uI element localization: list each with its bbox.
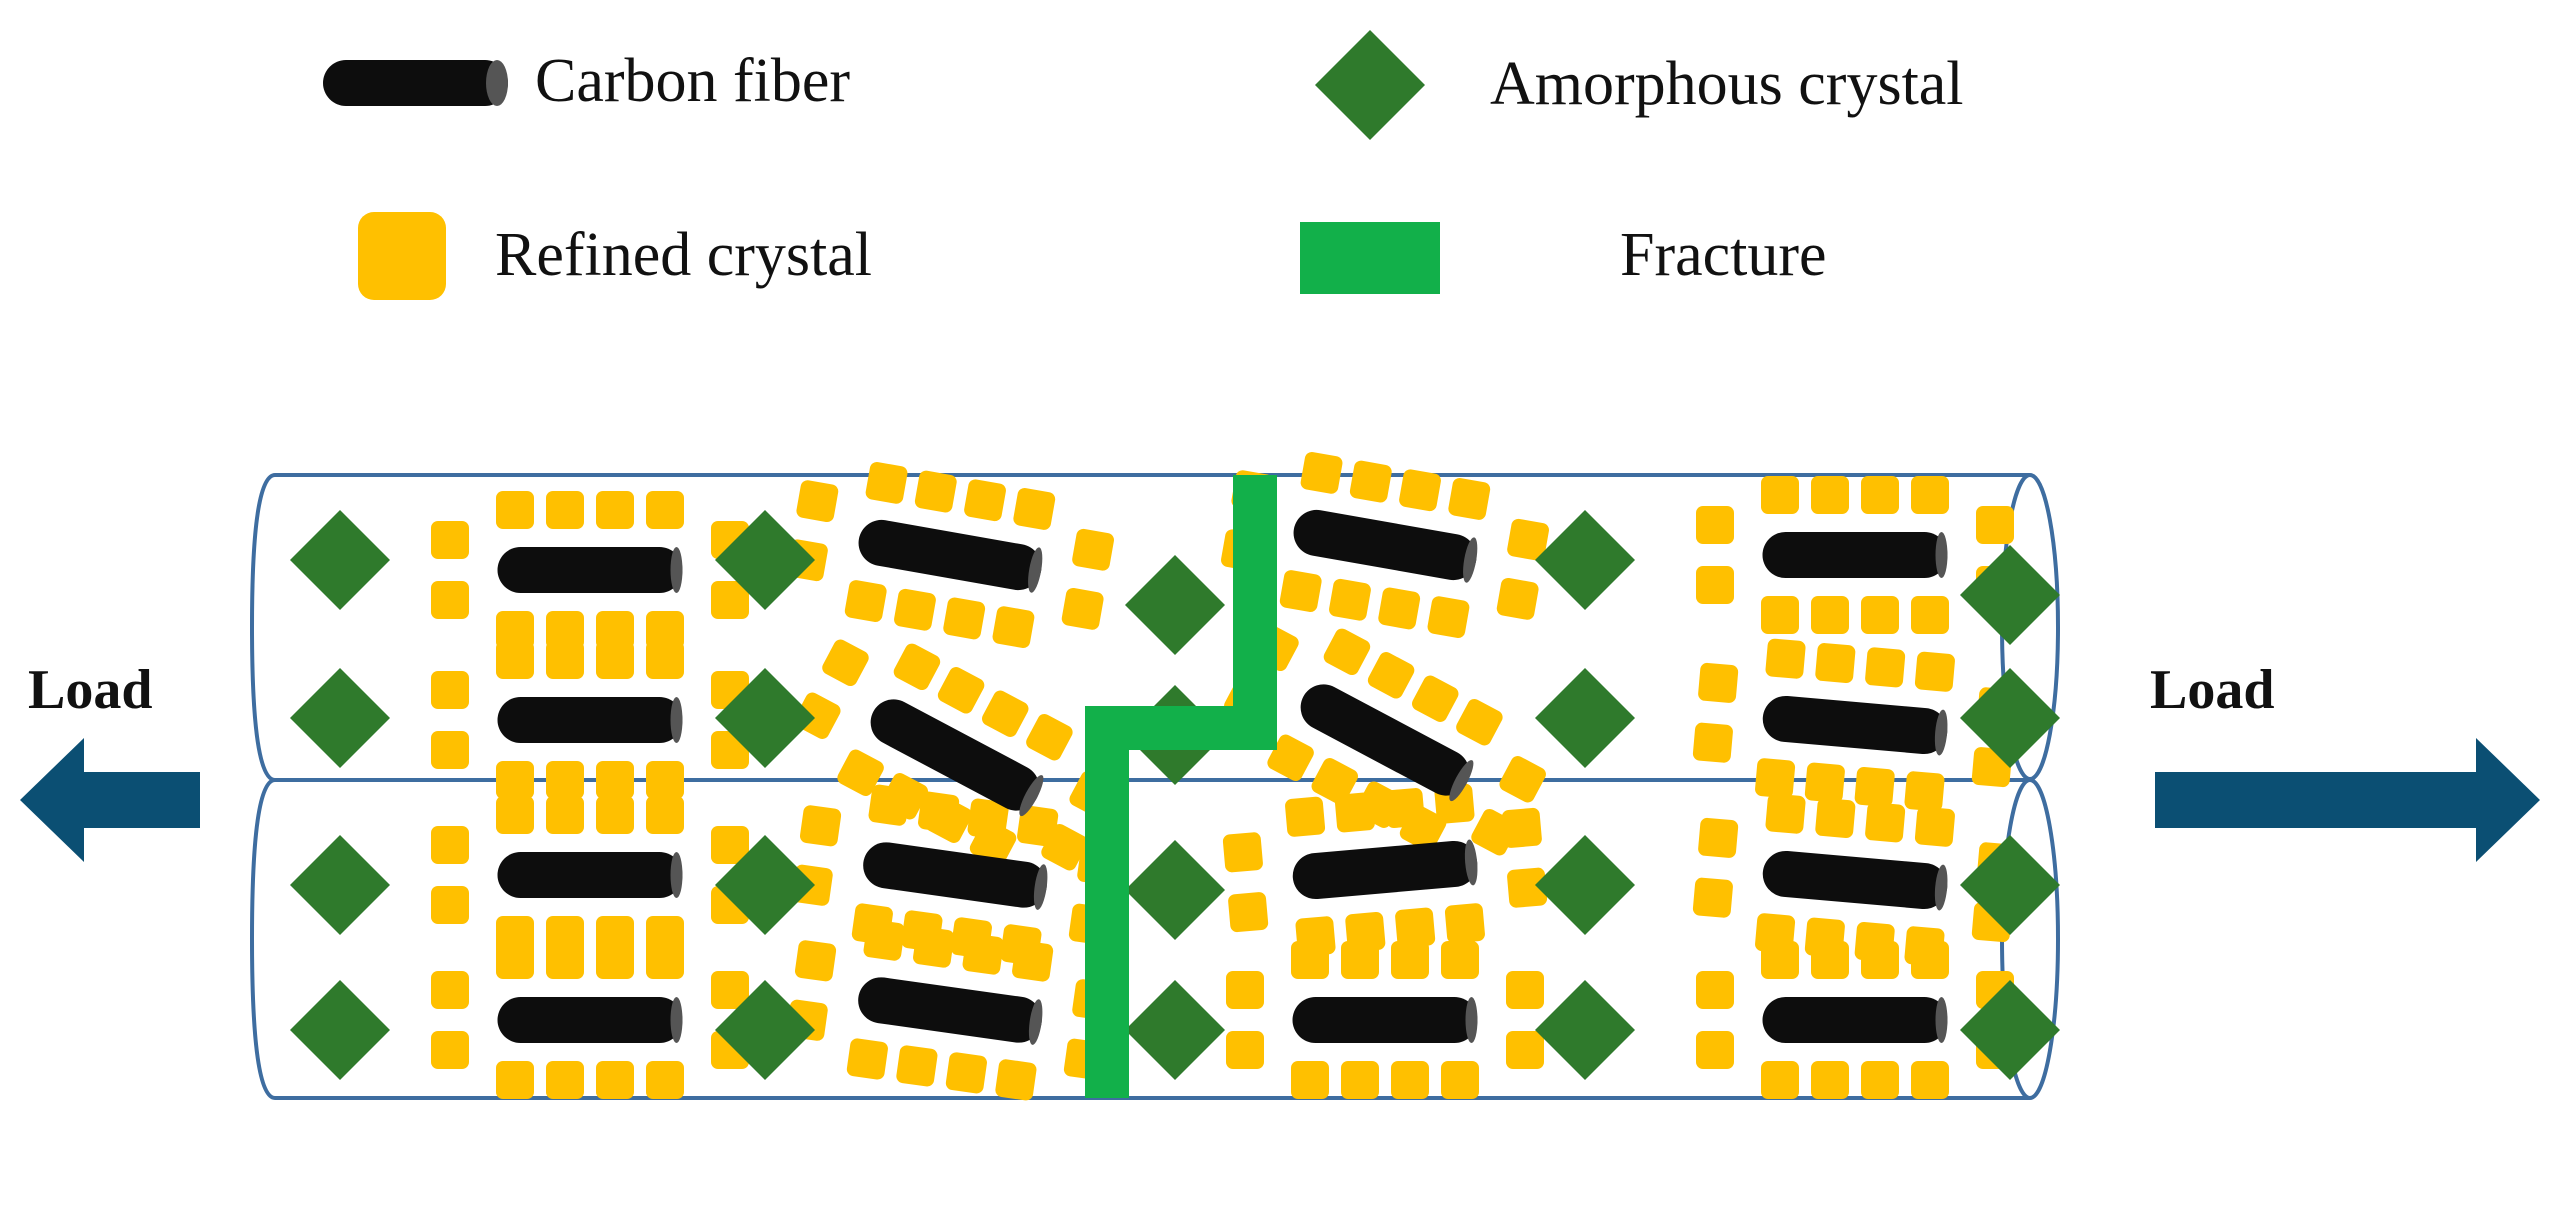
load-left-label: Load: [28, 659, 153, 721]
legend-refined-crystal: Refined crystal: [358, 212, 872, 300]
amorphous-crystal: [290, 668, 390, 768]
refined-crystal-cluster: [431, 491, 749, 649]
carbon-fiber-rod: [870, 699, 1044, 817]
legend-amorphous-crystal: Amorphous crystal: [1315, 30, 1964, 140]
carbon-fiber-rod: [1762, 532, 1948, 578]
amorphous-crystal: [1960, 668, 2060, 768]
legend-amorphous-crystal-label: Amorphous crystal: [1490, 50, 1964, 118]
amorphous-crystal: [715, 510, 815, 610]
amorphous-crystal: [715, 668, 815, 768]
amorphous-crystal: [1125, 840, 1225, 940]
amorphous-crystal: [1960, 835, 2060, 935]
refined-crystal-cluster: [1692, 638, 2018, 812]
legend-refined-crystal-label: Refined crystal: [495, 221, 872, 289]
amorphous-crystal: [290, 510, 390, 610]
amorphous-crystal: [715, 835, 815, 935]
refined-crystal-cluster: [431, 941, 749, 1099]
carbon-fiber-rod: [1762, 695, 1948, 756]
carbon-fiber-rod: [497, 547, 683, 593]
carbon-fiber-rod: [863, 842, 1048, 910]
load-right: Load: [2150, 659, 2540, 862]
amorphous-crystal: [715, 980, 815, 1080]
fracture-path: [1085, 475, 1277, 1098]
legend-amorphous-swatch: [1315, 30, 1425, 140]
load-left: Load: [20, 659, 200, 862]
carbon-fiber-rod: [858, 977, 1043, 1045]
carbon-fiber-rod: [497, 852, 683, 898]
amorphous-crystal: [1125, 980, 1225, 1080]
refined-crystal-cluster: [786, 461, 1114, 649]
legend-carbon-fiber-label: Carbon fiber: [535, 47, 850, 115]
amorphous-crystal: [1125, 555, 1225, 655]
amorphous-crystal: [1535, 510, 1635, 610]
amorphous-crystals: [290, 510, 2060, 1080]
arrow-right-icon: [2155, 738, 2540, 862]
amorphous-crystal: [290, 980, 390, 1080]
amorphous-crystal: [1960, 980, 2060, 1080]
carbon-fiber-rod: [497, 697, 683, 743]
carbon-fiber-rod: [1300, 684, 1474, 802]
legend-refined-swatch: [358, 212, 446, 300]
carbon-fiber-rod: [1762, 997, 1948, 1043]
refined-crystal-cluster: [1226, 941, 1544, 1099]
legend-carbon-fiber: Carbon fiber: [323, 47, 850, 115]
carbon-fiber-rod: [1293, 509, 1478, 583]
refined-crystal-cluster: [1696, 941, 2014, 1099]
legend-fracture-swatch: [1300, 222, 1440, 294]
load-right-label: Load: [2150, 659, 2275, 721]
legend: Carbon fiber Amorphous crystal Refined c…: [323, 30, 1964, 300]
carbon-fiber-rod: [1292, 839, 1478, 900]
amorphous-crystal: [1535, 980, 1635, 1080]
carbon-fiber-rod: [497, 997, 683, 1043]
amorphous-crystal: [1535, 835, 1635, 935]
carbon-fiber-rod: [1292, 997, 1478, 1043]
amorphous-crystal: [290, 835, 390, 935]
arrow-left-icon: [20, 738, 200, 862]
carbon-fiber-rod: [1762, 850, 1948, 911]
legend-fracture: Fracture: [1300, 221, 1827, 294]
amorphous-crystal: [1960, 545, 2060, 645]
legend-carbon-fiber-swatch: [323, 60, 508, 106]
legend-fracture-label: Fracture: [1620, 221, 1827, 289]
carbon-fibers: [497, 509, 1948, 1045]
carbon-fiber-rod: [858, 519, 1043, 593]
amorphous-crystal: [1535, 668, 1635, 768]
